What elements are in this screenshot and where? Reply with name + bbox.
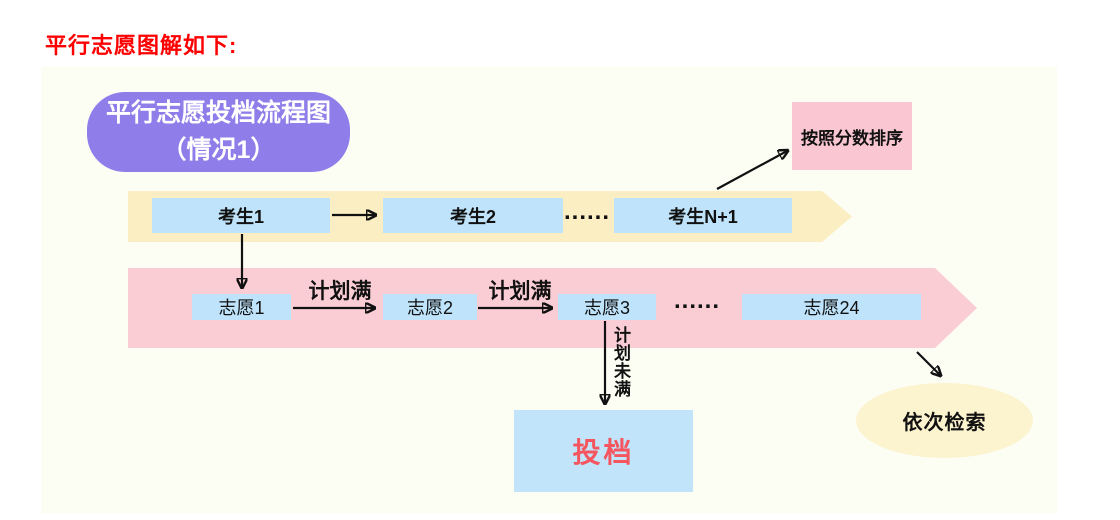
plan-full-label-1: 计划满 (308, 280, 372, 303)
dispatch-label: 投档 (572, 437, 635, 468)
choice-box-2: 志愿2 (383, 294, 477, 320)
choice-box-3-label: 志愿3 (583, 298, 630, 318)
candidate-row-ellipsis: ...... (564, 198, 611, 225)
candidate-box-1: 考生1 (152, 198, 330, 233)
choice-box-3: 志愿3 (558, 294, 656, 320)
candidate-box-n-plus-1: 考生N+1 (614, 198, 792, 233)
choice-box-24-label: 志愿24 (803, 298, 860, 318)
candidate-box-1-label: 考生1 (217, 206, 264, 227)
choice-box-1: 志愿1 (192, 294, 291, 320)
candidate-box-2-label: 考生2 (449, 206, 496, 227)
candidate-box-2: 考生2 (383, 198, 563, 233)
plan-full-label-2: 计划满 (488, 280, 552, 303)
sort-by-score-label: 按照分数排序 (801, 128, 903, 148)
choice-box-1-label: 志愿1 (218, 298, 265, 318)
plan-not-full-label: 计划未满 (611, 326, 630, 398)
choice-row-ellipsis: ...... (674, 287, 721, 314)
candidate-box-n-plus-1-label: 考生N+1 (668, 206, 738, 227)
sequential-search-label: 依次检索 (902, 412, 987, 434)
dispatch-box: 投档 (514, 410, 693, 492)
flow-title-line2: （情况1） (161, 136, 276, 164)
page-title: 平行志愿图解如下: (45, 33, 238, 58)
choice-box-24: 志愿24 (742, 294, 921, 320)
sequential-search-ellipse: 依次检索 (856, 383, 1033, 458)
choice-box-2-label: 志愿2 (406, 298, 453, 318)
flow-title-line1: 平行志愿投档流程图 (105, 99, 331, 127)
flow-title-pill: 平行志愿投档流程图 （情况1） (87, 92, 350, 172)
sort-by-score-box: 按照分数排序 (792, 102, 912, 170)
